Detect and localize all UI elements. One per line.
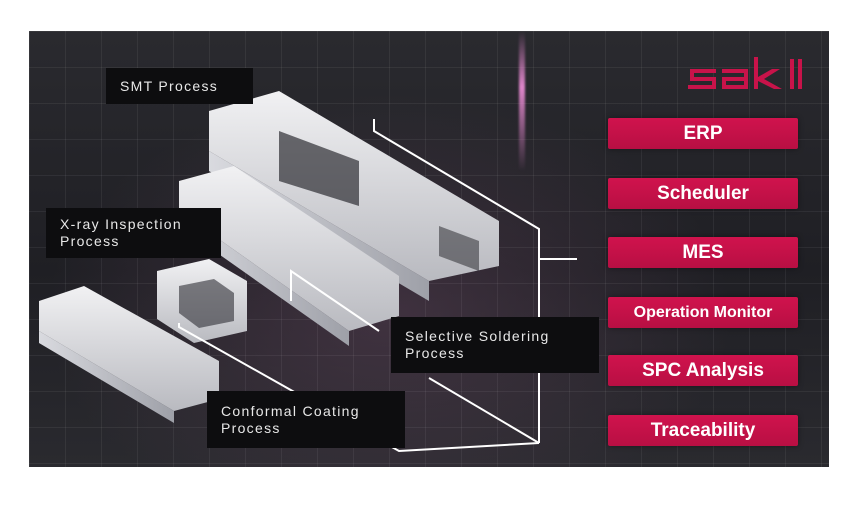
coating-line-machine: [39, 286, 219, 423]
selective-soldering-label: Selective Soldering Process: [391, 317, 599, 373]
saki-logo: [688, 57, 802, 89]
menu-traceability-button[interactable]: Traceability: [608, 415, 798, 446]
light-beam: [519, 31, 525, 171]
menu-mes-button[interactable]: MES: [608, 237, 798, 268]
menu-erp-button[interactable]: ERP: [608, 118, 798, 149]
xray-inspection-label: X-ray Inspection Process: [46, 208, 221, 258]
xray-machine: [157, 259, 247, 343]
conformal-coating-label: Conformal Coating Process: [207, 391, 405, 448]
menu-operation-monitor-button[interactable]: Operation Monitor: [608, 297, 798, 328]
hero-stage: SMT Process X-ray Inspection Process Sel…: [29, 31, 829, 467]
menu-scheduler-button[interactable]: Scheduler: [608, 178, 798, 209]
menu-spc-analysis-button[interactable]: SPC Analysis: [608, 355, 798, 386]
production-line-illustration: [39, 91, 577, 453]
smt-process-label: SMT Process: [106, 68, 253, 104]
inspection-line-machine: [179, 166, 399, 346]
